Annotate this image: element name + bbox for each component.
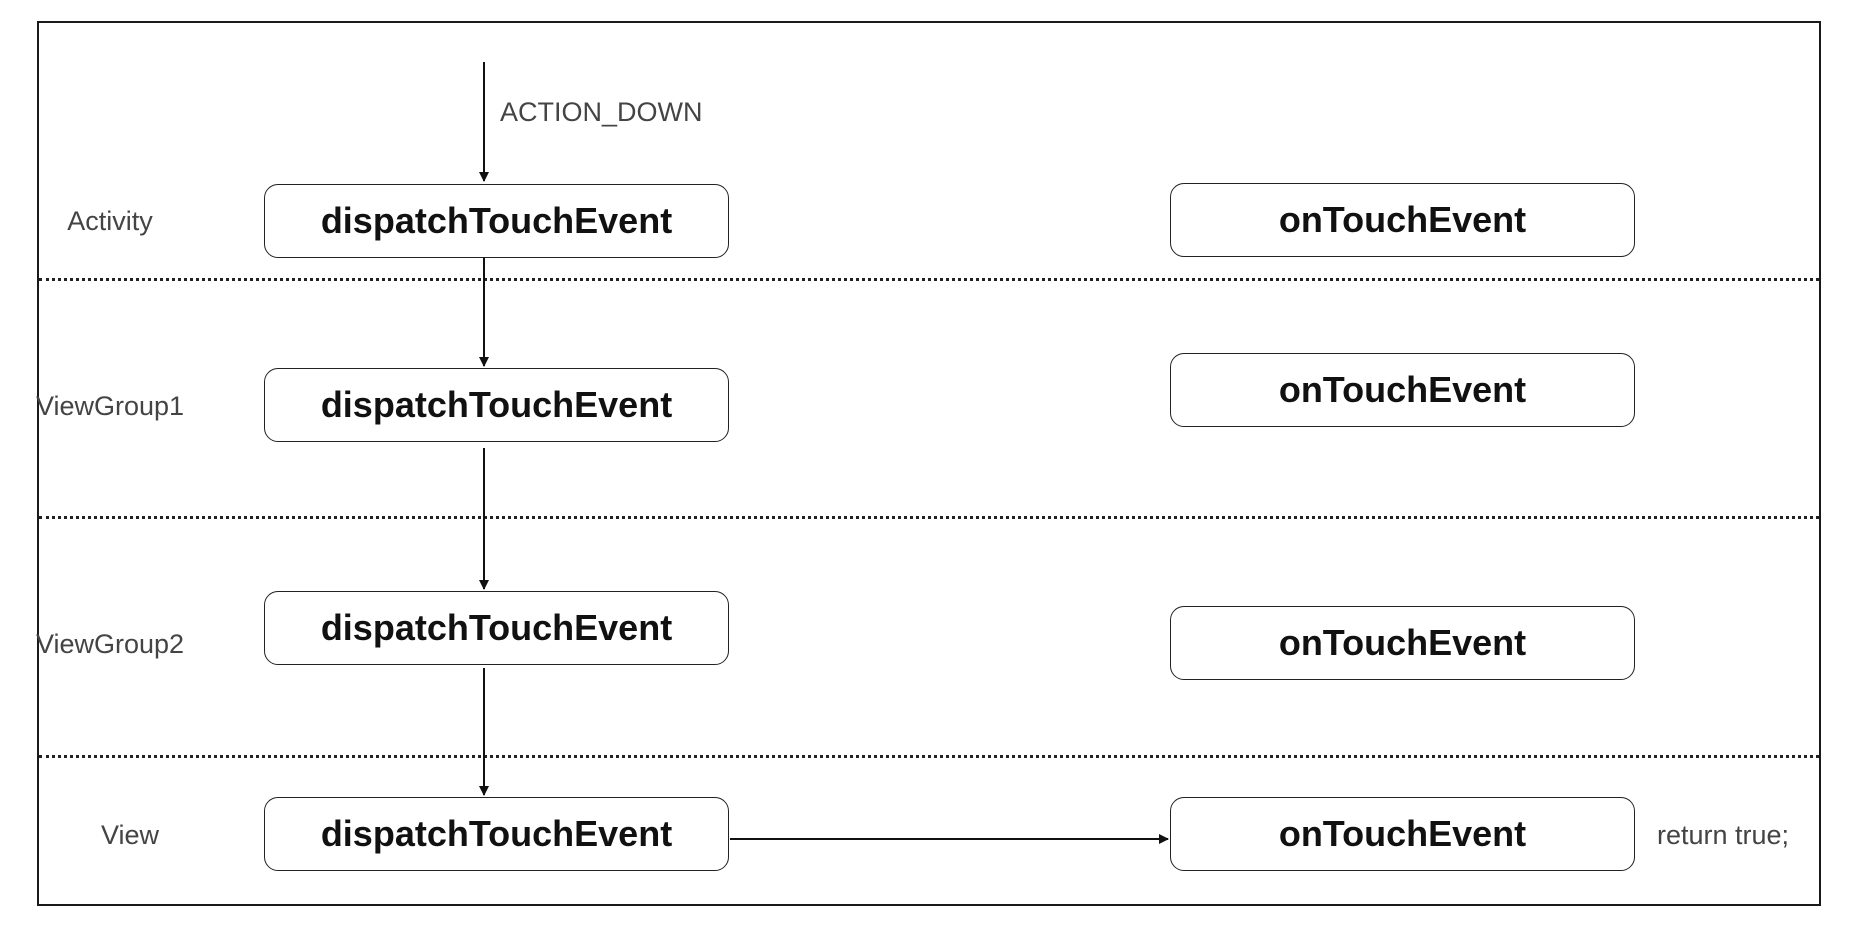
view-dispatch-touch-event-box: dispatchTouchEvent (264, 797, 729, 871)
row-label-view: View (100, 820, 160, 850)
diagram-frame (37, 21, 1821, 906)
divider-activity-viewgroup1 (39, 278, 1819, 281)
viewgroup1-on-touch-event-box: onTouchEvent (1170, 353, 1635, 427)
divider-viewgroup1-viewgroup2 (39, 516, 1819, 519)
viewgroup2-on-touch-event-box: onTouchEvent (1170, 606, 1635, 680)
divider-viewgroup2-view (39, 755, 1819, 758)
return-true-label: return true; (1657, 820, 1790, 850)
viewgroup2-dispatch-touch-event-box: dispatchTouchEvent (264, 591, 729, 665)
row-label-viewgroup1: ViewGroup1 (35, 391, 185, 421)
activity-dispatch-touch-event-box: dispatchTouchEvent (264, 184, 729, 258)
viewgroup1-dispatch-touch-event-box: dispatchTouchEvent (264, 368, 729, 442)
activity-on-touch-event-box: onTouchEvent (1170, 183, 1635, 257)
row-label-activity: Activity (67, 206, 153, 236)
row-label-viewgroup2: ViewGroup2 (35, 629, 185, 659)
action-down-label: ACTION_DOWN (500, 97, 703, 127)
view-on-touch-event-box: onTouchEvent (1170, 797, 1635, 871)
